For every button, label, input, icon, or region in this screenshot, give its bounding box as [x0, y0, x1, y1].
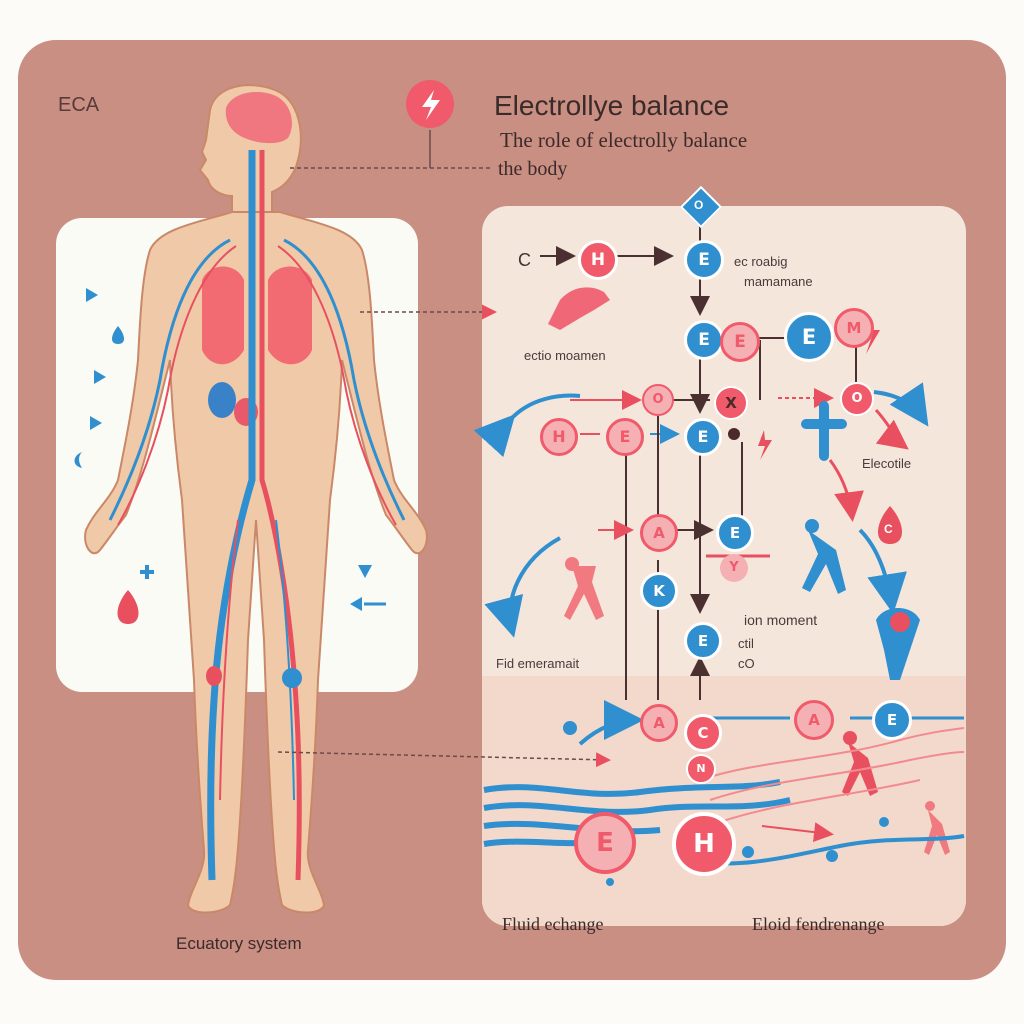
node-a: A — [794, 700, 834, 740]
caption-fluid-exchange: Fluid echange — [502, 914, 604, 934]
blood-drop-icon — [117, 590, 139, 624]
node-e: E — [684, 418, 722, 456]
blood-drop-icon — [878, 506, 902, 544]
lightning-icon — [758, 430, 772, 460]
diagram-subtitle-line1: The role of electrolly balance — [500, 128, 748, 152]
node-e-large: E — [574, 812, 636, 874]
node-e: E — [606, 418, 644, 456]
node-e: E — [716, 514, 754, 552]
node-label: O — [851, 391, 863, 406]
arrow-right-icon — [86, 288, 98, 302]
node-e: E — [784, 312, 834, 362]
node-label: C — [697, 724, 709, 742]
label-top-right-1: ec roabig — [734, 254, 788, 269]
node-e: E — [684, 240, 724, 280]
label-ion-movement-3: cO — [738, 656, 755, 671]
node-label: E — [697, 427, 709, 446]
label-electrolyte: Elecotile — [862, 456, 912, 471]
node-e: E — [684, 320, 724, 360]
node-x: X — [714, 386, 748, 420]
blood-drop-label: C — [884, 522, 893, 536]
arrow-right-icon — [94, 370, 106, 384]
diagram-subtitle-line2: the body — [498, 158, 568, 180]
node-e: E — [872, 700, 912, 740]
human-figure — [84, 84, 428, 914]
node-label: E — [697, 632, 709, 650]
node-label: E — [886, 711, 898, 729]
node-label: O — [652, 392, 664, 407]
flow-corner-mark: C — [518, 250, 531, 270]
label-ion-movement-1: ion moment — [744, 612, 818, 628]
junction-dot — [728, 428, 740, 440]
node-label: E — [596, 828, 614, 858]
node-label: E — [734, 332, 746, 352]
fluid-waves — [483, 721, 965, 886]
runner-figure — [548, 287, 610, 330]
node-a: A — [640, 704, 678, 742]
label-ion-movement-2: ctil — [738, 636, 754, 651]
arrow-left-icon — [350, 597, 362, 611]
node-k: K — [640, 572, 678, 610]
node-label: N — [696, 762, 706, 775]
left-lung — [202, 266, 244, 365]
diagram-title: Electrollye balance — [494, 90, 730, 121]
node-label: E — [698, 330, 710, 350]
runner-figure — [924, 810, 950, 855]
crescent-icon — [74, 452, 82, 468]
node-h: H — [578, 240, 618, 280]
cross-connector-icon — [801, 401, 847, 461]
plus-icon — [140, 565, 154, 579]
node-label: H — [552, 427, 566, 446]
node-label: K — [653, 582, 665, 600]
runner-figure — [564, 566, 604, 620]
label-fluid-movement: Fid emeramait — [496, 656, 580, 671]
lightning-badge — [406, 80, 454, 128]
node-label: A — [808, 711, 820, 729]
node-label: E — [729, 524, 741, 542]
main-vessel-blue — [207, 150, 256, 881]
node-label: M — [846, 319, 862, 337]
node-label: E — [801, 325, 817, 349]
node-n: N — [686, 754, 716, 784]
arrow-down-icon — [358, 565, 372, 578]
node-a: A — [640, 514, 678, 552]
right-lung — [268, 266, 312, 365]
arrow-right-icon — [90, 416, 102, 430]
lightning-icon — [422, 90, 440, 120]
runner-figures — [548, 287, 950, 855]
brain — [225, 92, 292, 144]
label-left-figure: ectio moamen — [524, 348, 606, 363]
node-e: E — [684, 622, 722, 660]
left-panel-icons — [74, 288, 386, 624]
organ-kidney — [208, 382, 236, 418]
node-h-large: H — [672, 812, 736, 876]
node-o: O — [642, 384, 674, 416]
node-diamond-label: O — [694, 198, 704, 212]
node-c: C — [684, 714, 722, 752]
node-e: E — [720, 322, 760, 362]
node-label: E — [698, 250, 710, 270]
leader-lines — [277, 130, 611, 768]
node-label: A — [653, 524, 665, 542]
droplet-icon — [112, 326, 124, 344]
node-m: M — [834, 308, 874, 348]
body-caption: Ecuatory system — [176, 934, 302, 953]
corner-label: ECA — [58, 94, 100, 116]
main-vessel-red — [259, 150, 302, 881]
node-y: Y — [720, 554, 748, 582]
node-o: O — [840, 382, 874, 416]
label-top-right-2: mamamane — [744, 274, 813, 289]
caption-right: Eloid fendrenange — [752, 914, 885, 934]
node-label: Y — [729, 560, 739, 575]
runner-figure — [802, 530, 846, 594]
node-label: H — [693, 829, 715, 859]
node-label: E — [619, 427, 631, 446]
node-h: H — [540, 418, 578, 456]
node-label: H — [590, 250, 606, 270]
torso — [84, 211, 428, 914]
node-label: X — [725, 394, 737, 412]
node-label: A — [653, 714, 665, 732]
